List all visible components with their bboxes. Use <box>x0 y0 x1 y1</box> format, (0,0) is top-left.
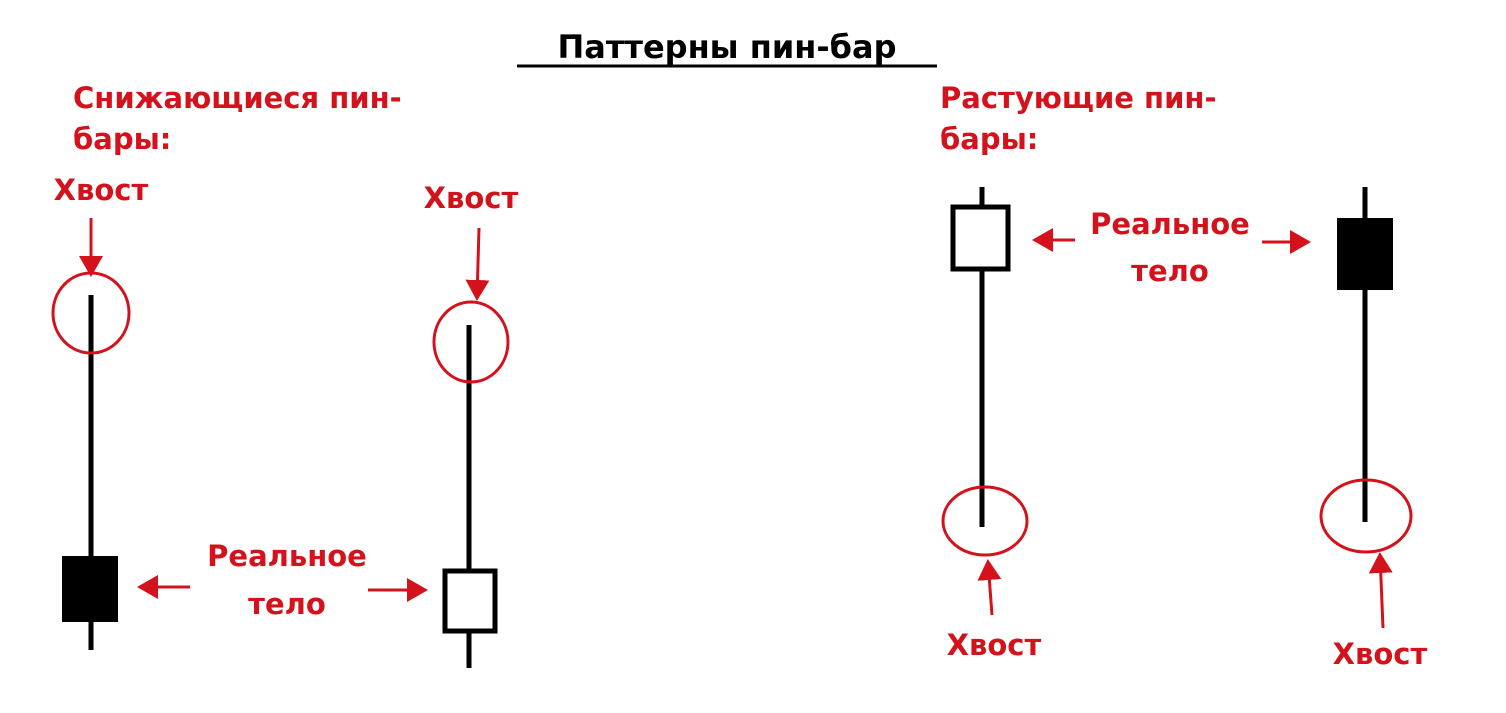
body-label-line1: Реальное <box>1090 207 1250 241</box>
bullish-heading-line1: Растующие пин- <box>940 81 1217 115</box>
bearish-heading-line2: бары: <box>73 122 171 156</box>
tail-label: Хвост <box>947 628 1042 662</box>
tail-highlight-circle <box>432 300 510 384</box>
bullish-heading-line2: бары: <box>940 122 1038 156</box>
tail-arrow <box>1368 552 1393 629</box>
tail-arrow <box>977 559 1002 616</box>
tail-label: Хвост <box>1333 637 1428 671</box>
bullish-section: Растующие пин- бары: Хвост Хвост Реально… <box>940 81 1428 671</box>
bearish-heading-line1: Снижающиеся пин- <box>73 81 402 115</box>
candle-body <box>950 204 1011 272</box>
body-label-line1: Реальное <box>207 539 367 573</box>
bearish-candle-white <box>442 325 498 668</box>
body-label-line2: тело <box>248 587 326 621</box>
tail-highlight-circle <box>941 485 1029 557</box>
tail-label: Хвост <box>424 181 519 215</box>
tail-highlight-circle <box>1319 478 1413 554</box>
candle-body <box>1337 218 1393 290</box>
tail-label: Хвост <box>54 173 149 207</box>
bearish-section: Снижающиеся пин- бары: Хвост Хвост Реаль… <box>51 81 519 668</box>
body-label-line2: тело <box>1131 254 1209 288</box>
bullish-candle-black <box>1337 187 1393 522</box>
bullish-candle-white <box>950 187 1011 527</box>
tail-arrow <box>465 227 490 301</box>
candle-body <box>442 568 498 634</box>
candle-body <box>62 556 118 622</box>
page-title: Паттерны пин-бар <box>557 28 896 66</box>
